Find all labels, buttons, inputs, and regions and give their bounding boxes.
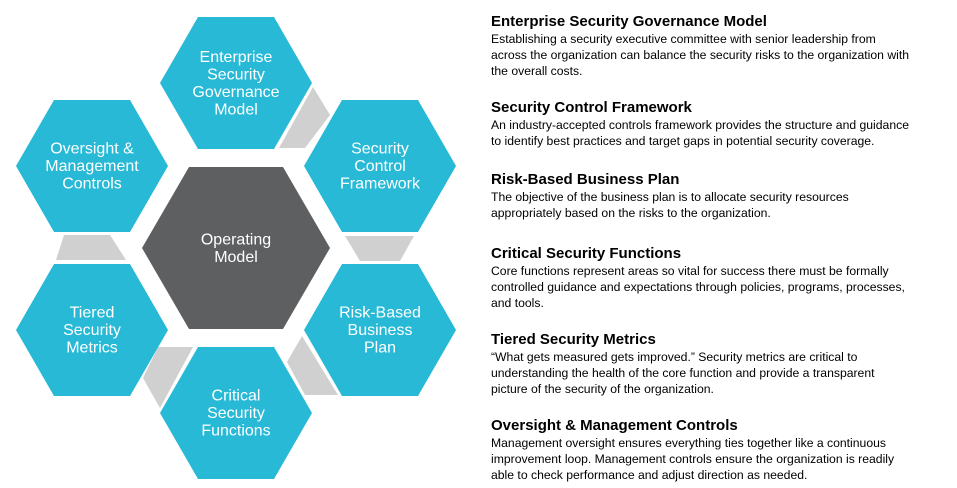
label-line: Metrics — [66, 340, 118, 357]
section-title: Tiered Security Metrics — [491, 331, 656, 348]
connector-plan-critical — [287, 336, 338, 395]
section-title: Oversight & Management Controls — [491, 417, 738, 434]
label-line: Controls — [62, 176, 122, 193]
section-text-line: Establishing a security executive commit… — [491, 32, 876, 46]
label-line: Management — [45, 158, 139, 175]
section-text-line: The objective of the business plan is to… — [491, 190, 849, 204]
label-line: Enterprise — [200, 49, 273, 66]
label-line: Business — [348, 322, 413, 339]
label-line: Security — [351, 141, 409, 158]
label-line: Control — [354, 158, 406, 175]
section-title: Enterprise Security Governance Model — [491, 13, 767, 30]
section-text-line: improvement loop. Management controls en… — [491, 452, 895, 466]
label-line: Governance — [192, 84, 279, 101]
label-line: Tiered — [70, 305, 115, 322]
section-text-line: understanding the health of the core fun… — [491, 366, 875, 380]
hex-critical-functions-shape — [160, 347, 312, 479]
label-line: Model — [214, 249, 258, 266]
description-section: Tiered Security Metrics “What gets measur… — [491, 331, 951, 397]
connector-governance-control — [279, 87, 330, 148]
hex-oversight-shape — [16, 100, 168, 232]
section-text-line: picture of the security of the organizat… — [491, 382, 714, 396]
section-text-line: An industry-accepted controls framework … — [491, 118, 909, 132]
section-title: Critical Security Functions — [491, 245, 682, 262]
label-line: Operating — [201, 231, 271, 248]
connector-oversight-metrics — [56, 235, 126, 260]
section-text-line: the overall costs. — [491, 64, 583, 78]
hex-operating-model-shape — [142, 167, 330, 329]
label-line: Critical — [212, 388, 261, 405]
label-line: Framework — [340, 176, 421, 193]
section-text-line: able to check performance and adjust dir… — [491, 468, 808, 482]
label-line: Functions — [201, 423, 270, 440]
hex-metrics-shape — [16, 264, 168, 396]
section-title: Security Control Framework — [491, 99, 692, 116]
section-text-line: “What gets measured gets improved.” Secu… — [491, 350, 858, 364]
label-line: Security — [207, 405, 265, 422]
connector-critical-metrics — [143, 347, 193, 408]
description-section: Security Control Framework An industry-ac… — [491, 99, 951, 149]
connector-control-plan — [345, 236, 414, 261]
connectors — [56, 87, 414, 408]
hex-business-plan-shape — [304, 264, 456, 396]
section-text-line: across the organization can balance the … — [491, 48, 909, 62]
section-text-line: to identify best practices and target ga… — [491, 134, 875, 148]
label-line: Security — [207, 66, 265, 83]
section-text-line: controlled guidance and expectations thr… — [491, 280, 905, 294]
section-text-line: and tools. — [491, 296, 544, 310]
hex-governance-shape — [160, 17, 312, 149]
hex-control-framework-shape — [304, 100, 456, 232]
label-line: Oversight & — [50, 141, 134, 158]
label-line: Risk-Based — [339, 305, 421, 322]
section-text-line: Management oversight ensures everything … — [491, 436, 886, 450]
section-text-line: appropriately based on the risks to the … — [491, 206, 771, 220]
section-title: Risk-Based Business Plan — [491, 171, 680, 188]
label-line: Security — [63, 322, 121, 339]
label-line: Plan — [364, 340, 396, 357]
label-line: Model — [214, 101, 258, 118]
section-text-line: Core functions represent areas so vital … — [491, 264, 889, 278]
